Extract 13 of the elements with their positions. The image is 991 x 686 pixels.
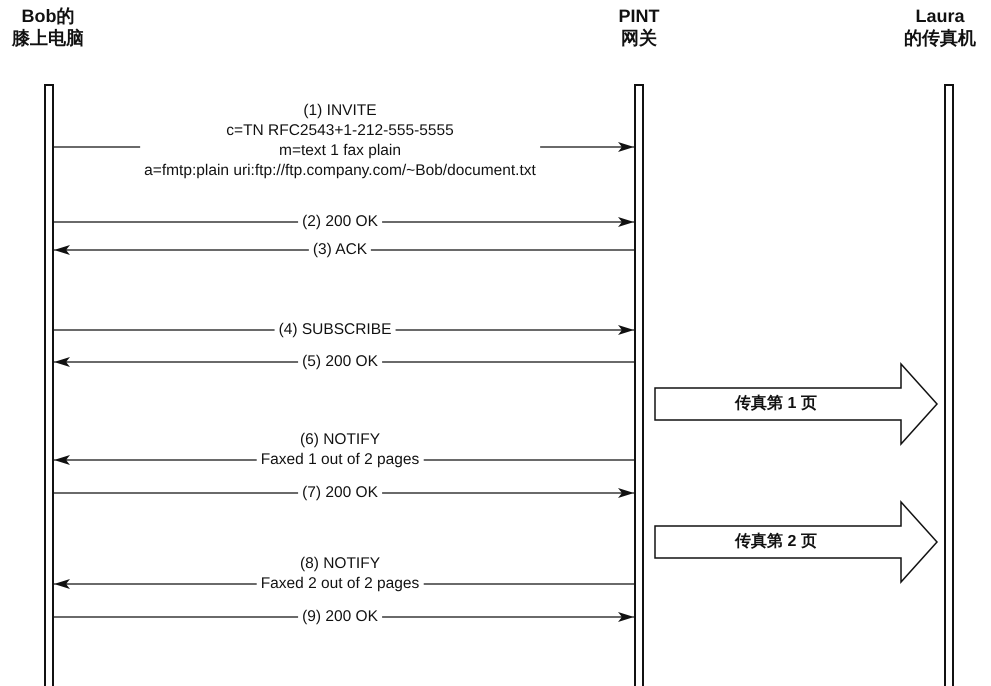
edge-label: (7) 200 OK <box>298 483 382 503</box>
arrow <box>54 245 634 255</box>
edge-label: (6) NOTIFY Faxed 1 out of 2 pages <box>256 430 424 470</box>
edge-label: (8) NOTIFY Faxed 2 out of 2 pages <box>256 554 424 594</box>
edge-label: (1) INVITE c=TN RFC2543+1-212-555-5555 m=text 1 fax plain a=fmtp:plain uri:ftp://ftp.company.com/~Bob/document.txt <box>140 101 540 181</box>
lifeline-heading: Laura 的传真机 <box>903 5 977 49</box>
edge-label: (4) SUBSCRIBE <box>274 320 396 340</box>
lifeline-heading: PINT 网关 <box>617 5 660 49</box>
edge-label: (5) 200 OK <box>298 352 382 372</box>
edge-label: (3) ACK <box>308 240 372 260</box>
lifeline-heading: Bob的膝上电脑 <box>10 5 85 49</box>
edge-label: (2) 200 OK <box>298 212 382 232</box>
edge-label: (9) 200 OK <box>298 607 382 627</box>
